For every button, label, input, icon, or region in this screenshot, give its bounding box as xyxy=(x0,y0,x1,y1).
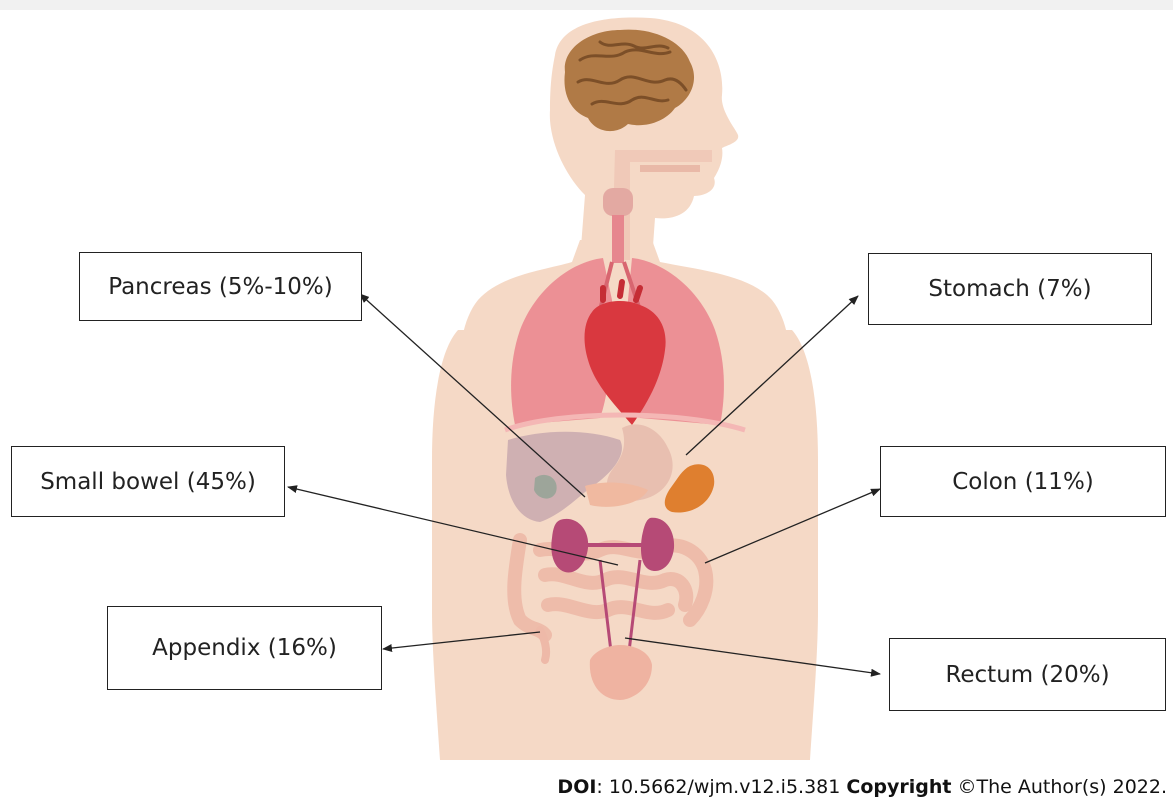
citation-footer: DOI: 10.5662/wjm.v12.i5.381 Copyright ©T… xyxy=(557,776,1167,798)
label-rectum: Rectum (20%) xyxy=(889,638,1166,711)
copyright-label: Copyright xyxy=(846,776,951,798)
doi-label: DOI xyxy=(557,776,596,798)
label-colon: Colon (11%) xyxy=(880,446,1166,517)
label-small-bowel: Small bowel (45%) xyxy=(11,446,285,517)
label-stomach: Stomach (7%) xyxy=(868,253,1152,325)
copyright-value: ©The Author(s) 2022. xyxy=(951,776,1167,798)
label-pancreas: Pancreas (5%-10%) xyxy=(79,252,362,321)
label-appendix: Appendix (16%) xyxy=(107,606,382,690)
doi-value: : 10.5662/wjm.v12.i5.381 xyxy=(596,776,846,798)
